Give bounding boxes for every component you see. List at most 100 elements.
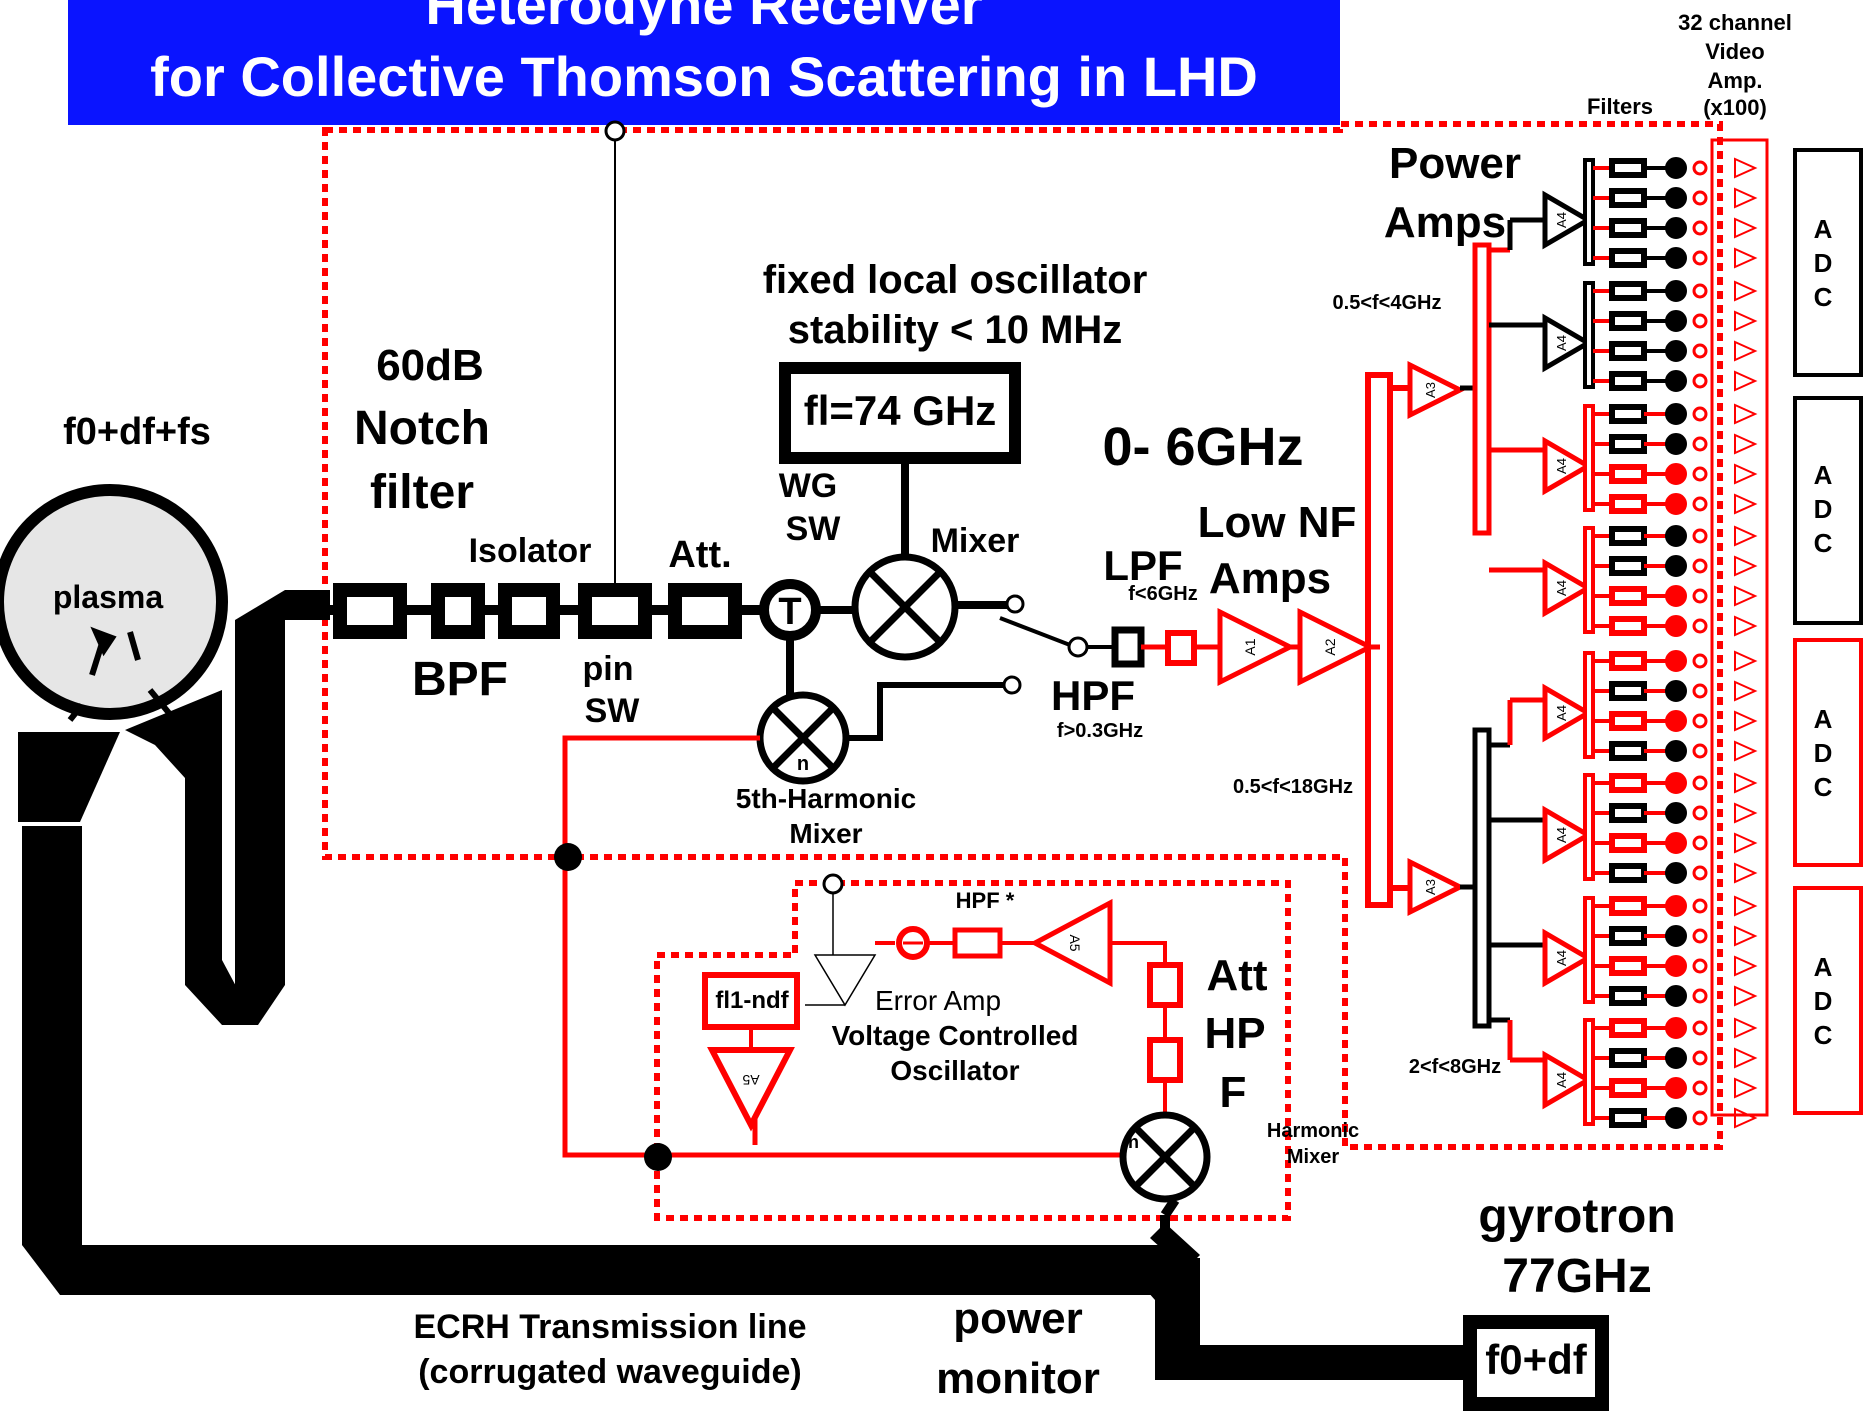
video-amp-input	[1692, 588, 1708, 604]
video-amp	[1734, 310, 1758, 332]
attenuator-label: Att.	[668, 534, 731, 576]
wg-switch: T	[759, 579, 821, 695]
video-amp	[1734, 403, 1758, 425]
amp-a4-label: A4	[1554, 335, 1569, 351]
amp-a4-label: A4	[1554, 705, 1569, 721]
video-amp	[1734, 525, 1758, 547]
video-amp	[1734, 187, 1758, 209]
video-amp	[1734, 1047, 1758, 1069]
detector-diode	[1665, 463, 1687, 485]
adc-unit-4	[1793, 886, 1863, 1115]
video-amp-input	[1692, 683, 1708, 699]
video-amp-label-1: 32 channel	[1678, 10, 1792, 35]
detector-diode	[1665, 650, 1687, 672]
detector-diode	[1665, 710, 1687, 732]
video-amp	[1734, 925, 1758, 947]
video-amp-label-2: Video	[1705, 39, 1765, 64]
fifth-harmonic-mixer: n	[756, 675, 1022, 785]
junction-dots	[554, 843, 672, 1171]
video-amp-input	[1692, 835, 1708, 851]
video-amp-input	[1692, 528, 1708, 544]
video-amp	[1734, 615, 1758, 637]
detector-diode	[1665, 985, 1687, 1007]
pll-detector-chain: A5	[896, 898, 1183, 1115]
detector-diode	[1665, 740, 1687, 762]
band-filter	[1609, 741, 1647, 761]
video-amp	[1734, 340, 1758, 362]
video-amp-input	[1692, 343, 1708, 359]
if-filter-amps: A1 A2	[1111, 607, 1380, 687]
receiver-enclosure	[322, 121, 1723, 1150]
gyrotron-box	[1463, 1315, 1609, 1411]
fl1-ndf-source: A5	[702, 972, 800, 1132]
amp-a4-label: A4	[1554, 1072, 1569, 1088]
amp-a4	[1542, 558, 1593, 618]
video-amp-bank	[1710, 138, 1769, 1117]
adc-letter: D	[1814, 494, 1833, 524]
isolator-label: Isolator	[469, 532, 592, 570]
video-amp-input	[1692, 406, 1708, 422]
lower-distribution	[1472, 697, 1545, 1063]
error-amp-label: Error Amp	[875, 985, 1001, 1016]
amp-a5-lower-label: A5	[742, 1072, 759, 1088]
plasma-label: plasma	[53, 579, 163, 615]
harmonic-mixer-label-1: Harmonic	[1267, 1120, 1359, 1142]
band-filter	[1609, 1018, 1647, 1038]
video-amp	[1734, 585, 1758, 607]
amp-a4-label: A4	[1554, 827, 1569, 843]
detector-diode	[1665, 433, 1687, 455]
adc-letters: A D C A D C A D C A D C	[1814, 214, 1833, 1050]
amp-a4-label: A4	[1554, 950, 1569, 966]
band-filter	[1609, 956, 1647, 976]
bank-splitter	[1583, 1018, 1595, 1126]
adc-letter: D	[1814, 248, 1833, 278]
video-amp	[1734, 1107, 1758, 1129]
scatter-arrows	[67, 626, 187, 736]
notch-filter-label-3: filter	[370, 466, 474, 519]
adc-letter: C	[1814, 772, 1833, 802]
video-amp-label-4: (x100)	[1703, 95, 1767, 120]
amp-a3-label: A3	[1423, 382, 1438, 398]
bpf-label: BPF	[412, 653, 508, 706]
adc-letter: A	[1814, 460, 1833, 490]
band-filter	[1609, 341, 1647, 361]
detector-diode	[1665, 802, 1687, 824]
video-amp-input	[1692, 313, 1708, 329]
mixer-label: Mixer	[931, 522, 1020, 560]
band-filter	[1609, 434, 1647, 454]
band-2-8-label: 2<f<8GHz	[1409, 1056, 1501, 1078]
detector-diode	[1665, 525, 1687, 547]
title-banner	[68, 0, 1340, 125]
video-amp-input	[1692, 220, 1708, 236]
amp-a4	[1542, 805, 1593, 865]
amp-a4	[1542, 313, 1593, 373]
band-filter	[1609, 773, 1647, 793]
detector-diode	[1665, 493, 1687, 515]
hpf-label: HPF	[1051, 672, 1135, 719]
filters-label: Filters	[1587, 94, 1653, 119]
video-amp-input	[1692, 743, 1708, 759]
amp-a4	[1542, 1050, 1593, 1110]
band-filter	[1609, 616, 1647, 636]
video-amp	[1734, 862, 1758, 884]
gyrotron-feed-line	[1160, 1197, 1180, 1237]
adc-letter: A	[1814, 952, 1833, 982]
gyrotron-label-1: gyrotron	[1478, 1190, 1675, 1243]
band-filter	[1609, 651, 1647, 671]
pin-switch-control-line	[604, 120, 626, 590]
pll-harmonic-mixer: n	[1119, 1111, 1211, 1203]
detector-diode	[1665, 955, 1687, 977]
amp-a4	[1542, 928, 1593, 988]
detector-diode	[1665, 1077, 1687, 1099]
video-amp-input	[1692, 1110, 1708, 1126]
gyrotron-label-2: 77GHz	[1502, 1250, 1651, 1303]
video-amp-input	[1692, 988, 1708, 1004]
video-amp-input	[1692, 958, 1708, 974]
band-filter	[1609, 248, 1647, 268]
video-amp-input	[1692, 283, 1708, 299]
video-amp	[1734, 650, 1758, 672]
bank-splitter	[1583, 651, 1595, 759]
video-amp	[1734, 740, 1758, 762]
band-filter	[1609, 158, 1647, 178]
plasma-vessel	[0, 484, 228, 720]
